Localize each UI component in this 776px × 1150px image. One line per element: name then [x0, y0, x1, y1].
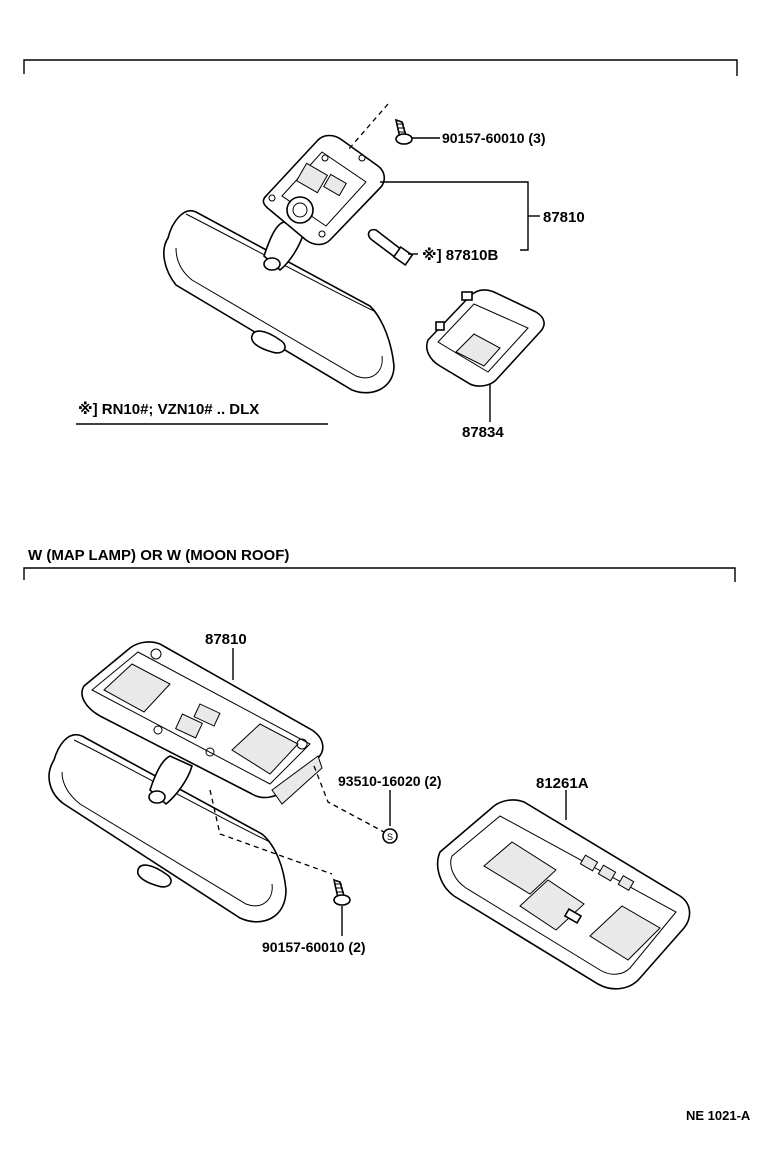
section1-bracket-87810	[380, 181, 540, 251]
svg-text:S: S	[387, 832, 393, 842]
section1-bulb	[367, 228, 418, 267]
callout-cover-87834: 87834	[462, 424, 504, 441]
section2-screw	[209, 789, 351, 936]
section1-screw	[347, 103, 440, 151]
section1-frame	[23, 59, 738, 76]
callout-clip-93510-16020-2: 93510-16020 (2)	[338, 773, 442, 789]
section1-lamp-assembly	[262, 134, 386, 246]
callout-housing-81261a: 81261A	[536, 775, 589, 792]
section2-header: W (MAP LAMP) OR W (MOON ROOF)	[28, 547, 289, 564]
callout-lamp-assy-87810: 87810	[543, 209, 585, 226]
section2-housing	[436, 790, 691, 990]
section2-lamp-assembly	[81, 641, 324, 805]
callout-lamp-assy-87810-map: 87810	[205, 631, 247, 648]
section2-clip: S	[313, 765, 398, 844]
callout-screw-90157-60010-3: 90157-60010 (3)	[442, 130, 546, 146]
callout-screw-90157-60010-2: 90157-60010 (2)	[262, 939, 366, 955]
section2-mirror	[48, 733, 287, 923]
section1-cover	[425, 289, 545, 422]
section1-mirror	[163, 209, 395, 394]
applicability-note: ※] RN10#; VZN10# .. DLX	[78, 400, 259, 418]
figure-code: NE 1021-A	[686, 1108, 751, 1123]
section2-frame	[23, 567, 736, 582]
callout-bulb-87810b: ※] 87810B	[422, 246, 498, 264]
